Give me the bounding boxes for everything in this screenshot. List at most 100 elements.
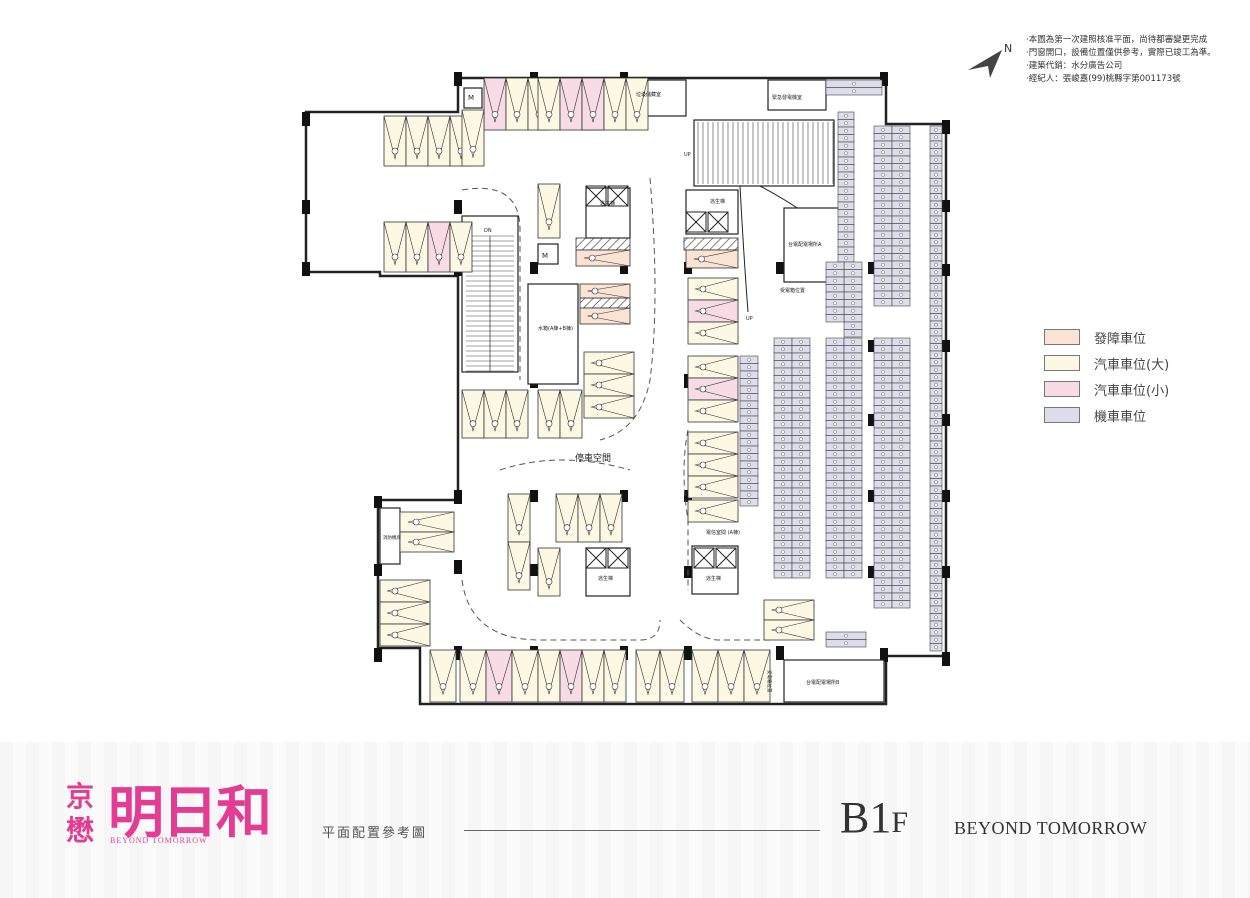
motorcycle-space [873,133,893,142]
motorcycle-space [843,345,863,354]
parking-space [687,453,739,477]
motorcycle-space [873,547,893,556]
motorcycle-space [837,111,855,120]
motorcycle-space [873,352,893,361]
motorcycle-space [891,577,911,586]
motorcycle-space [773,420,793,429]
motorcycle-space [873,592,893,601]
motorcycle-space [929,455,943,464]
motorcycle-space [873,405,893,414]
motorcycle-space [843,472,863,481]
parking-space [537,183,561,239]
motorcycle-space [837,201,855,210]
motorcycle-space [825,517,845,526]
parking-space [687,499,739,523]
motorcycle-space [837,156,855,165]
motorcycle-space [873,290,893,299]
motorcycle-space [825,420,845,429]
floor-suffix: F [891,806,909,839]
legend-swatch [1044,407,1080,423]
motorcycle-space [837,119,855,128]
label-m: M [468,94,474,102]
motorcycle-space [825,397,845,406]
hatch-area [683,237,739,251]
motorcycle-space [791,442,811,451]
motorcycle-space [891,532,911,541]
motorcycle-space [929,590,943,599]
motorcycle-space [739,415,759,424]
motorcycle-space [739,490,759,499]
motorcycle-space [891,193,911,202]
motorcycle-space [837,164,855,173]
motorcycle-space [891,185,911,194]
motorcycle-space [929,545,943,554]
label-substation-a: 台電配電場所A [788,241,822,248]
motorcycle-space [843,337,863,346]
parking-space [687,475,739,499]
parking-space [687,355,739,379]
motorcycle-space [843,420,863,429]
motorcycle-space [825,375,845,384]
motorcycle-space [873,193,893,202]
hatch-area [575,237,631,251]
motorcycle-space [929,170,943,179]
motorcycle-space [825,525,845,534]
motorcycle-space [929,425,943,434]
rooms [379,79,885,703]
motorcycle-space [891,540,911,549]
motorcycle-space [891,260,911,269]
driveway-lines [461,177,770,641]
motorcycle-space [837,126,855,135]
motorcycle-space [843,480,863,489]
motorcycle-space [773,382,793,391]
parking-space [763,599,815,621]
motorcycle-space [891,352,911,361]
motorcycle-space [773,442,793,451]
motorcycle-space [891,600,911,609]
motorcycle-space [929,193,943,202]
motorcycle-space [843,435,863,444]
label-waste: 垃圾儲藏室 [636,91,661,98]
motorcycle-space [773,510,793,519]
motorcycle-space [929,463,943,472]
motorcycle-space [843,314,863,323]
motorcycle-space [891,290,911,299]
label-stairs: 逃生梯 [710,198,725,205]
motorcycle-space [891,397,911,406]
motorcycle-space [873,337,893,346]
motorcycle-space [891,382,911,391]
motorcycle-space [891,163,911,172]
motorcycle-space [891,465,911,474]
motorcycle-space [873,208,893,217]
parking-space [429,649,457,703]
motorcycle-space [929,605,943,614]
motorcycle-space [873,532,893,541]
motorcycle-space [843,532,863,541]
note-line: ‧建築代銷：水分廣告公司 [1026,61,1123,71]
motorcycle-space [825,390,845,399]
motorcycle-space [843,442,863,451]
motorcycle-space [791,480,811,489]
motorcycle-space [873,487,893,496]
motorcycle-space [929,133,943,142]
parking-space [583,351,635,375]
motorcycle-space [873,245,893,254]
motorcycle-space [891,420,911,429]
motorcycle-space [837,216,855,225]
motorcycle-space [837,149,855,158]
motorcycle-space [929,508,943,517]
parking-space [537,547,561,597]
motorcycle-space [773,367,793,376]
motorcycle-space [825,510,845,519]
parking-space [405,115,429,167]
legend-label: 發障車位 [1094,331,1147,347]
parking-space [575,249,631,267]
motorcycle-space [825,306,845,315]
motorcycle-space [929,320,943,329]
parking-space [379,579,431,603]
motorcycle-space [825,314,845,323]
north-arrow-icon: N [968,42,1012,78]
ramp-top [693,119,835,187]
parking-space [399,531,455,553]
motorcycle-space [873,382,893,391]
